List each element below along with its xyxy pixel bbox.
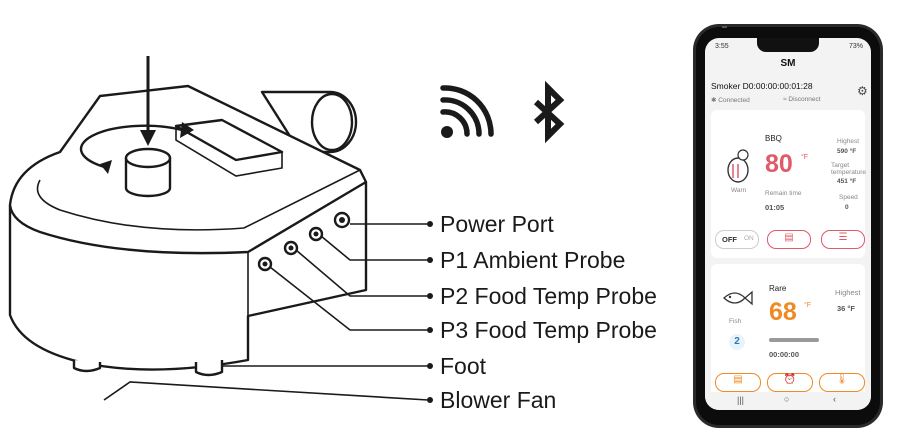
bluetooth-status-text: Connected xyxy=(718,97,750,104)
highest-label: Highest xyxy=(837,138,860,145)
temp-unit: °F xyxy=(801,154,809,161)
phone-notch xyxy=(757,38,819,52)
wifi-small-icon: ≈ xyxy=(783,96,787,103)
chart-icon: ▤ xyxy=(784,232,794,243)
thermometer-button[interactable]: 🌡 xyxy=(819,373,865,392)
bluetooth-status: ✱ Connected xyxy=(711,96,750,104)
remain-time-label: Remain time xyxy=(765,190,802,197)
wifi-status-text: Disconnect xyxy=(788,96,821,103)
fish-icon xyxy=(723,290,753,306)
label-blower-fan: Blower Fan xyxy=(440,387,556,413)
label-p2-food-temp-probe: P2 Food Temp Probe xyxy=(440,283,657,309)
android-nav-bar: ||| ○ ‹ xyxy=(705,392,871,410)
food-category: Fish xyxy=(729,318,742,325)
current-temp-2: 68 xyxy=(769,298,797,326)
phone-screen: 3:55 73% SM Smoker D0:00:00:00:01:28 ⚙ ✱… xyxy=(705,38,871,410)
speed-label: Speed xyxy=(839,194,858,201)
label-foot: Foot xyxy=(440,353,487,379)
remain-time-value: 01:05 xyxy=(765,203,785,212)
probe-card-bbq[interactable]: Warn BBQ 80 °F Remain time 01:05 Highest… xyxy=(711,110,867,258)
toggle-off-label: OFF xyxy=(722,235,737,244)
probe-number-badge: 2 xyxy=(729,334,745,350)
bluetooth-small-icon: ✱ xyxy=(711,97,717,104)
bluetooth-icon xyxy=(533,80,565,144)
doneness-label: Rare xyxy=(769,284,787,293)
app-title: SM xyxy=(780,58,796,69)
target-temp-value: 451 °F xyxy=(837,178,857,185)
alarm-clock-icon: ⏰ xyxy=(783,374,797,385)
settings-gear-icon[interactable]: ⚙ xyxy=(857,84,868,98)
temp-unit-2: °F xyxy=(804,302,812,309)
highest-value-2: 36 °F xyxy=(837,304,856,313)
wifi-status: ≈ Disconnect xyxy=(783,96,821,103)
label-power-port: Power Port xyxy=(440,211,554,237)
toggle-on-label: ON xyxy=(744,235,754,242)
wifi-icon xyxy=(440,85,494,138)
alarm-button[interactable]: ⏰ xyxy=(767,373,813,392)
thermometer-icon: 🌡 xyxy=(835,374,849,385)
label-p1-ambient-probe: P1 Ambient Probe xyxy=(440,247,625,273)
speed-value: 0 xyxy=(845,204,849,211)
chart-button-2[interactable]: ▤ xyxy=(715,373,761,392)
timer-value: 00:00:00 xyxy=(769,350,800,359)
device-id: Smoker D0:00:00:00:01:28 xyxy=(711,81,813,91)
status-time: 3:55 xyxy=(715,43,729,50)
progress-bar xyxy=(769,338,819,342)
label-p3-food-temp-probe: P3 Food Temp Probe xyxy=(440,317,657,343)
sliders-icon: ☰ xyxy=(838,232,848,243)
chart-icon-2: ▤ xyxy=(733,374,743,385)
callout-lines xyxy=(103,221,433,403)
back-icon[interactable]: ‹ xyxy=(833,394,836,404)
food-name: BBQ xyxy=(765,134,782,143)
home-icon[interactable]: ○ xyxy=(784,394,790,404)
recent-apps-icon[interactable]: ||| xyxy=(737,395,745,405)
adjust-button[interactable]: ☰ xyxy=(821,230,865,249)
battery-level: 73% xyxy=(848,43,863,50)
thermometer-character-icon xyxy=(727,149,749,183)
highest-value: 590 °F xyxy=(837,148,857,155)
chart-button[interactable]: ▤ xyxy=(767,230,811,249)
probe-card-fish[interactable]: Fish 2 Rare 68 °F 00:00:00 Highest 36 °F… xyxy=(711,264,865,402)
smoker-controller xyxy=(8,56,368,377)
status-bar: 3:55 73% xyxy=(705,38,871,54)
target-temp-label: Target temperature xyxy=(831,162,867,176)
power-toggle[interactable]: OFF ON xyxy=(715,230,759,249)
current-temp: 80 xyxy=(765,150,793,178)
highest-label-2: Highest xyxy=(835,288,861,297)
status-warn: Warn xyxy=(731,187,747,194)
